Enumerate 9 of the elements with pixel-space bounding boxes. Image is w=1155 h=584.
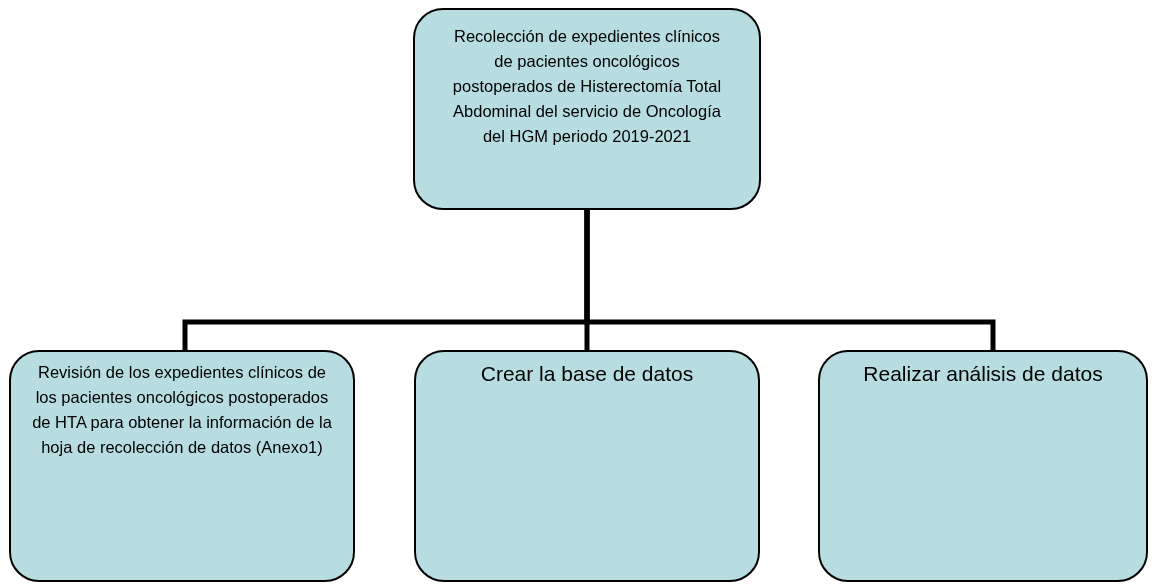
box-text: Revisión de los expedientes clínicos de los pacientes oncológicos postoperados de HTA para obtener la información de la hoja de recolección de datos (Anexo1) <box>31 362 333 458</box>
process-box <box>818 350 1148 582</box>
box-text: Crear la base de datos <box>480 361 694 387</box>
box-text: Recolección de expedientes clínicos de pacientes oncológicos postoperados de Histerectomía Total Abdominal del servicio de Oncología del HGM periodo 2019-2021 <box>451 26 723 147</box>
process-box <box>9 350 355 582</box>
connector-line <box>584 210 996 350</box>
process-box <box>414 350 760 582</box>
box-text: Realizar análisis de datos <box>863 361 1103 387</box>
process-box <box>413 8 761 210</box>
